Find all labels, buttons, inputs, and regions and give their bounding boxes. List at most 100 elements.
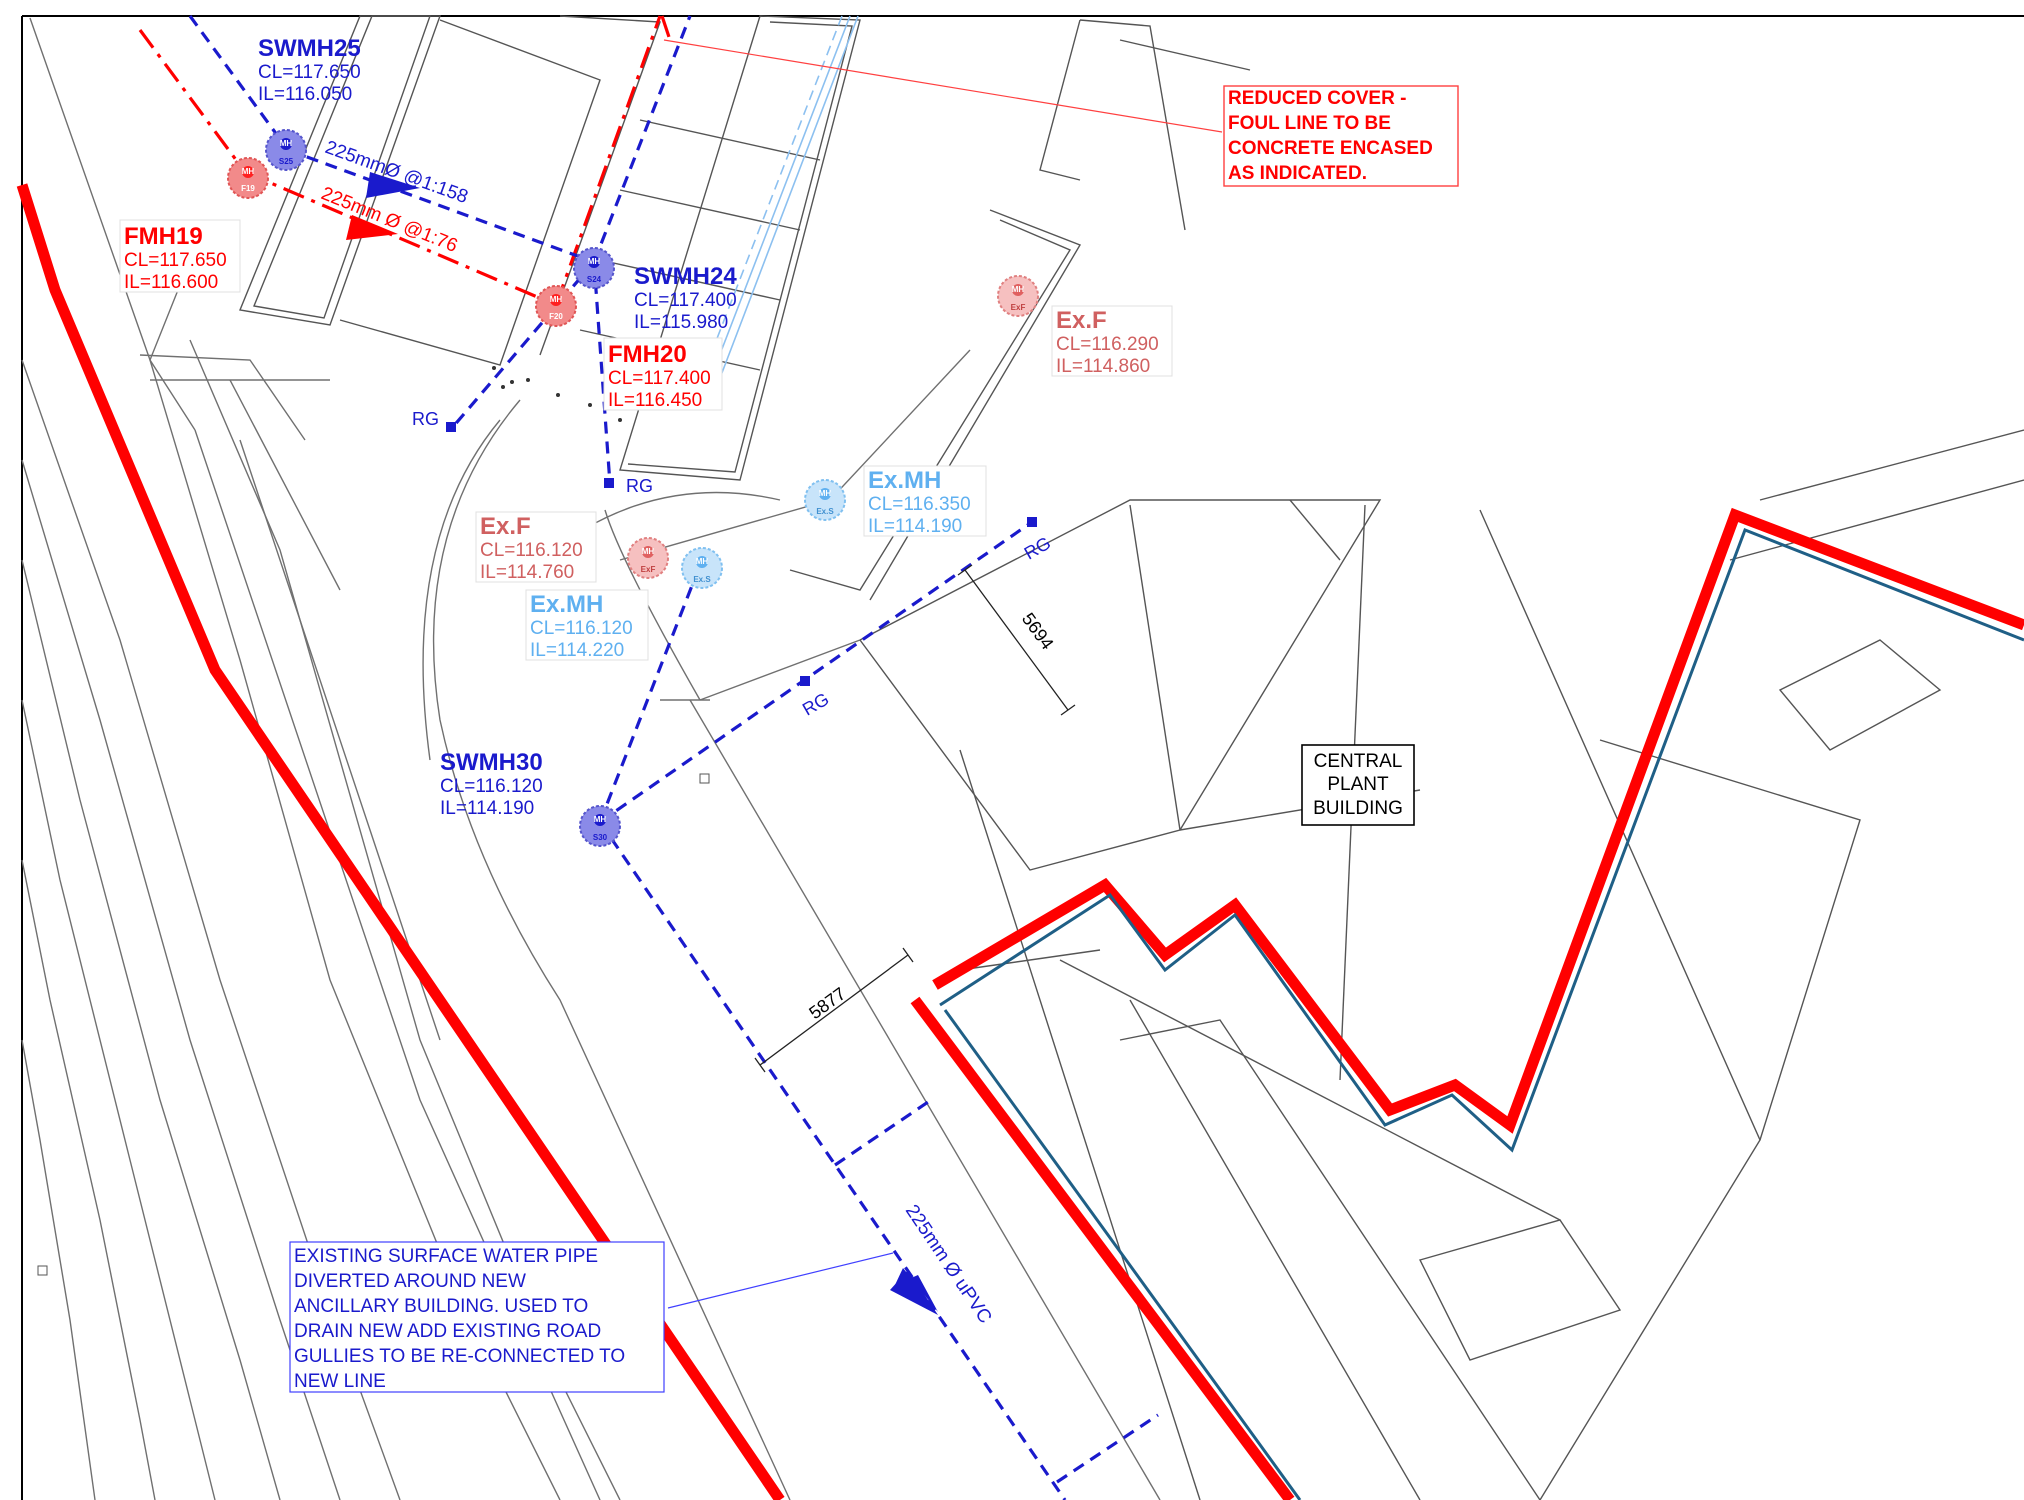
flow-arrow-icon — [366, 172, 938, 1315]
svg-text:CL=116.120: CL=116.120 — [480, 540, 583, 561]
svg-text:FMH20: FMH20 — [608, 341, 687, 368]
manhole-icon: MH F19 — [227, 157, 269, 199]
gully-label-rg-3: RG — [799, 689, 832, 720]
svg-text:ExF: ExF — [641, 565, 656, 574]
svg-text:IL=114.760: IL=114.760 — [480, 562, 574, 583]
manhole-label-exf-top: Ex.F CL=116.290 IL=114.860 — [1051, 305, 1173, 377]
manhole-label-exmh-top: Ex.MH CL=116.350 IL=114.190 — [863, 465, 987, 537]
svg-text:IL=115.980: IL=115.980 — [634, 312, 728, 333]
svg-text:MH: MH — [642, 547, 655, 556]
svg-text:Ex.S: Ex.S — [693, 575, 711, 584]
foul-sewer-pipes — [138, 15, 672, 307]
svg-text:DRAIN NEW ADD EXISTING ROAD: DRAIN NEW ADD EXISTING ROAD — [294, 1321, 601, 1342]
existing-structures — [239, 15, 1366, 1081]
manhole-icon: MH ExF — [997, 275, 1039, 317]
manhole-label-fmh19: FMH19 CL=117.650 IL=116.600 — [119, 219, 241, 293]
svg-text:SWMH24: SWMH24 — [634, 263, 737, 290]
manhole-icon: MH Ex.S — [804, 479, 846, 521]
svg-text:GULLIES TO BE RE-CONNECTED TO: GULLIES TO BE RE-CONNECTED TO — [294, 1346, 625, 1367]
central-plant-building-outline — [859, 429, 2024, 1500]
svg-text:CENTRAL: CENTRAL — [1314, 751, 1403, 772]
svg-text:CL=116.350: CL=116.350 — [868, 494, 971, 515]
manhole-icon: MH Ex.S — [681, 547, 723, 589]
manhole-icon: MH ExF — [627, 537, 669, 579]
existing-culvert — [703, 15, 859, 379]
svg-text:FMH19: FMH19 — [124, 223, 203, 250]
manhole-label-swmh30: SWMH30 CL=116.120 IL=114.190 — [440, 749, 543, 819]
dimension-5694: 5694 — [1018, 609, 1058, 653]
building-label-central-plant: CENTRAL PLANT BUILDING — [1301, 744, 1415, 826]
svg-text:MH: MH — [588, 257, 601, 266]
svg-text:Ex.MH: Ex.MH — [530, 591, 603, 618]
svg-text:MH: MH — [550, 295, 563, 304]
svg-text:AS INDICATED.: AS INDICATED. — [1228, 163, 1367, 184]
manhole-label-swmh24: SWMH24 CL=117.400 IL=115.980 — [634, 263, 737, 333]
svg-text:S30: S30 — [593, 833, 608, 842]
svg-text:MH: MH — [696, 557, 709, 566]
svg-text:SWMH30: SWMH30 — [440, 749, 543, 776]
svg-text:F19: F19 — [241, 184, 255, 193]
surface-water-pipes — [188, 15, 1159, 1500]
note-existing-surface-water-pipe: EXISTING SURFACE WATER PIPE DIVERTED ARO… — [289, 1241, 665, 1393]
dimension-5877: 5877 — [805, 983, 849, 1023]
svg-text:IL=116.450: IL=116.450 — [608, 390, 702, 411]
leader-line-reduced-cover — [663, 39, 1223, 133]
manhole-icon: MH F20 — [535, 285, 577, 327]
gully-square-icon — [446, 422, 1037, 686]
svg-text:ANCILLARY BUILDING. USED TO: ANCILLARY BUILDING. USED TO — [294, 1296, 588, 1317]
svg-text:IL=114.860: IL=114.860 — [1056, 356, 1150, 377]
svg-text:REDUCED COVER -: REDUCED COVER - — [1228, 88, 1406, 109]
gully-label-rg-1: RG — [412, 409, 439, 429]
svg-text:IL=116.600: IL=116.600 — [124, 272, 218, 293]
svg-text:MH: MH — [594, 815, 607, 824]
svg-text:S24: S24 — [587, 275, 602, 284]
svg-text:Ex.MH: Ex.MH — [868, 467, 941, 494]
svg-text:MH: MH — [242, 167, 255, 176]
svg-text:MH: MH — [1012, 285, 1025, 294]
svg-text:CL=116.290: CL=116.290 — [1056, 334, 1159, 355]
leader-line-existing-pipe — [667, 1252, 894, 1309]
svg-text:Ex.F: Ex.F — [480, 513, 531, 540]
pipe-label-upvc: 225mm Ø uPVC — [901, 1201, 996, 1327]
dimension-lines — [754, 564, 1076, 1073]
svg-text:CL=116.120: CL=116.120 — [530, 618, 633, 639]
svg-text:SWMH25: SWMH25 — [258, 35, 361, 62]
manhole-icon: MH S24 — [573, 247, 615, 289]
svg-text:DIVERTED AROUND NEW: DIVERTED AROUND NEW — [294, 1271, 526, 1292]
svg-text:PLANT: PLANT — [1327, 774, 1389, 795]
svg-text:MH: MH — [280, 139, 293, 148]
svg-text:CL=117.400: CL=117.400 — [634, 290, 737, 311]
note-reduced-cover: REDUCED COVER - FOUL LINE TO BE CONCRETE… — [1223, 85, 1459, 187]
manhole-icon: MH S30 — [579, 805, 621, 847]
svg-text:FOUL LINE TO BE: FOUL LINE TO BE — [1228, 113, 1391, 134]
svg-text:Ex.F: Ex.F — [1056, 307, 1107, 334]
svg-text:IL=114.190: IL=114.190 — [440, 798, 534, 819]
svg-text:EXISTING SURFACE WATER PIPE: EXISTING SURFACE WATER PIPE — [294, 1246, 598, 1267]
svg-text:NEW LINE: NEW LINE — [294, 1371, 386, 1392]
survey-marker — [699, 773, 710, 784]
svg-text:CONCRETE ENCASED: CONCRETE ENCASED — [1228, 138, 1433, 159]
svg-text:Ex.S: Ex.S — [816, 507, 834, 516]
svg-text:CL=116.120: CL=116.120 — [440, 776, 543, 797]
manhole-label-swmh25: SWMH25 CL=117.650 IL=116.050 — [258, 35, 361, 105]
svg-text:IL=114.220: IL=114.220 — [530, 640, 624, 661]
road-linework — [21, 17, 1161, 1500]
manhole-label-fmh20: FMH20 CL=117.400 IL=116.450 — [603, 337, 723, 411]
svg-text:ExF: ExF — [1011, 303, 1026, 312]
survey-marker — [37, 1265, 48, 1276]
gully-label-rg-4: RG — [1021, 533, 1054, 564]
svg-text:S25: S25 — [279, 157, 294, 166]
site-boundary — [16, 183, 2024, 1500]
manhole-label-exmh-mid: Ex.MH CL=116.120 IL=114.220 — [525, 589, 649, 661]
svg-text:CL=117.650: CL=117.650 — [124, 250, 227, 271]
manhole-label-exf-mid: Ex.F CL=116.120 IL=114.760 — [475, 511, 597, 583]
gully-label-rg-2: RG — [626, 476, 653, 496]
drawing-frame — [21, 15, 2024, 1500]
flow-arrow-icon — [346, 215, 398, 240]
manhole-icon: MH S25 — [265, 129, 307, 171]
svg-text:CL=117.650: CL=117.650 — [258, 62, 361, 83]
svg-text:BUILDING: BUILDING — [1313, 798, 1403, 819]
svg-text:IL=116.050: IL=116.050 — [258, 84, 352, 105]
